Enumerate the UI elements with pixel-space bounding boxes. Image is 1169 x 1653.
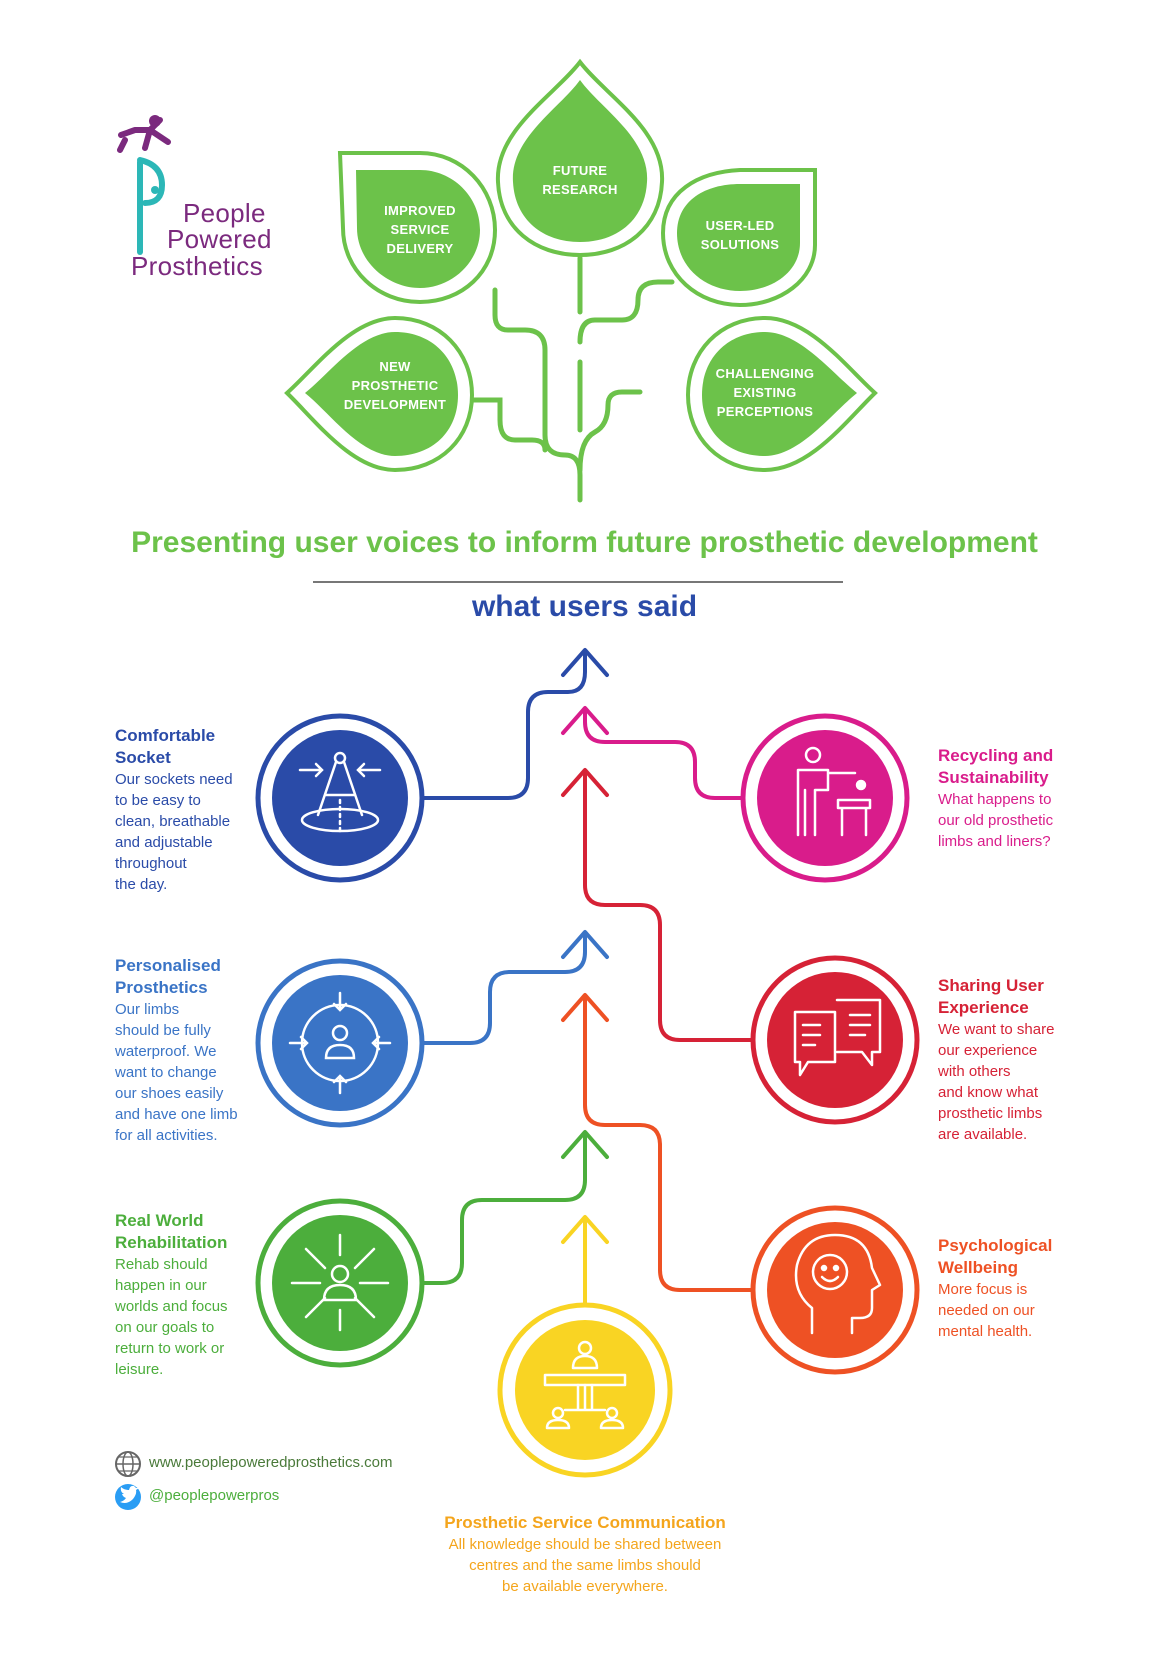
person-arrows-icon (290, 1233, 390, 1332)
globe-icon (115, 1451, 141, 1477)
arrow-paths (418, 648, 757, 1312)
website-text[interactable]: www.peoplepoweredprosthetics.com (149, 1454, 393, 1471)
leaf-new-prosthetic-development (284, 315, 475, 473)
tree-stems (467, 255, 675, 503)
circle-prosthetic-service-communication (497, 1302, 673, 1478)
logo-line-people: People (183, 198, 266, 228)
circle-recycling-sustainability (740, 713, 910, 883)
presenter-icon (796, 746, 872, 837)
twitter-handle[interactable]: @peoplepowerpros (149, 1487, 280, 1504)
logo-figure-icon (117, 115, 171, 255)
leaf-user-led-solutions (660, 168, 817, 308)
circle-sharing-user-experience (750, 955, 920, 1125)
personalise-icon (288, 991, 392, 1095)
card-prosthetic-service-communication: Prosthetic Service Communication All kno… (385, 1512, 785, 1597)
circle-comfortable-socket (255, 713, 425, 883)
page-headline: Presenting user voices to inform future … (131, 526, 1038, 559)
website-link[interactable]: www.peoplepoweredprosthetics.com (149, 1454, 392, 1471)
head-smile-icon (794, 1233, 882, 1335)
leaf-challenging-existing-perceptions (685, 315, 878, 473)
meeting-icon (543, 1340, 627, 1430)
logo-line-prosthetics: Prosthetics (131, 251, 263, 281)
circle-personalised-prosthetics (255, 958, 425, 1128)
twitter-icon (115, 1484, 141, 1510)
compass-icon (298, 751, 382, 834)
leaf-future-research (495, 58, 665, 258)
leaf-improved-service-delivery (337, 151, 498, 305)
circle-psychological-wellbeing (750, 1205, 920, 1375)
conversation-icon (793, 998, 882, 1077)
page-subheadline: what users said (471, 590, 698, 623)
logo-line-powered: Powered (167, 224, 272, 254)
twitter-link[interactable]: @peoplepowerpros (149, 1487, 279, 1504)
circle-real-world-rehabilitation (255, 1198, 425, 1368)
card-title: Prosthetic Service Communication (444, 1513, 726, 1532)
